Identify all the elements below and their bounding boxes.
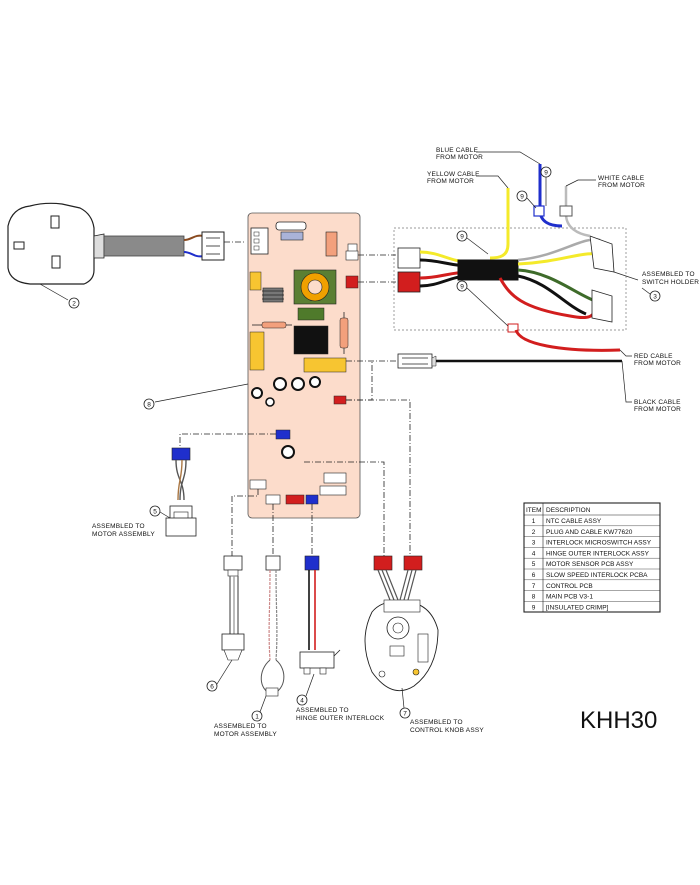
- motor-sensor-pcb: [165, 447, 197, 537]
- parts-table-item-number: 3: [532, 540, 536, 547]
- parts-table-header-item: ITEM: [526, 507, 542, 514]
- parts-table-row: 2 PLUG AND CABLE KW77620: [524, 525, 660, 536]
- callout-crimp-d-number: 9: [460, 284, 464, 291]
- parts-table-item-number: 8: [532, 594, 536, 601]
- parts-table-item-description: SLOW SPEED INTERLOCK PCBA: [546, 572, 648, 579]
- red-cable-label-1: RED CABLE: [634, 353, 673, 360]
- red-motor-cable: [514, 329, 621, 352]
- model-code: KHH30: [580, 707, 657, 734]
- ntc-cable-assy: [260, 555, 285, 697]
- parts-table-item-number: 6: [532, 572, 536, 579]
- callout-ntc: [251, 710, 263, 722]
- parts-table-row: 4 HINGE OUTER INTERLOCK ASSY: [524, 547, 660, 557]
- parts-table-row: 6 SLOW SPEED INTERLOCK PCBA: [524, 568, 660, 579]
- callout-control-pcb: [399, 707, 411, 719]
- hinge-outer-label-2: HINGE OUTER INTERLOCK: [296, 715, 385, 722]
- control-pcb: [364, 555, 439, 692]
- switch-holder-label-2: SWITCH HOLDER: [642, 279, 699, 286]
- motor-assembly-left-label-2: MOTOR ASSEMBLY: [92, 531, 155, 538]
- interlock-harness: [397, 164, 615, 333]
- mains-cable: [103, 231, 225, 261]
- callout-crimp-b: [516, 190, 528, 202]
- callout-slow-speed-number: 6: [210, 684, 214, 691]
- callout-crimp-b-number: 9: [520, 194, 524, 201]
- callout-microswitch-number: 3: [653, 294, 657, 301]
- callout-motor-sensor-number: 5: [153, 509, 157, 516]
- callout-control-pcb-number: 7: [403, 711, 407, 718]
- yellow-cable-label-2: FROM MOTOR: [427, 178, 474, 185]
- callout-crimp-c: [456, 230, 468, 242]
- callout-slow-speed: [206, 680, 218, 692]
- parts-table-row: 3 INTERLOCK MICROSWITCH ASSY: [524, 536, 660, 547]
- callout-plug: [68, 297, 80, 309]
- parts-table-row: 9 [INSULATED CRIMP]: [524, 601, 660, 611]
- callout-plug-number: 2: [72, 301, 76, 308]
- parts-table-item-description: INTERLOCK MICROSWITCH ASSY: [546, 540, 652, 547]
- parts-table-row: 5 MOTOR SENSOR PCB ASSY: [524, 558, 660, 568]
- white-cable-label-2: FROM MOTOR: [598, 182, 645, 189]
- callout-ntc-number: 1: [255, 714, 259, 721]
- callout-motor-sensor: [149, 505, 161, 517]
- parts-table-row: 7 CONTROL PCB: [524, 579, 660, 590]
- black-cable-label-2: FROM MOTOR: [634, 406, 681, 413]
- blue-cable-label-2: FROM MOTOR: [436, 154, 483, 161]
- control-knob-label-2: CONTROL KNOB ASSY: [410, 727, 484, 734]
- red-cable-label-2: FROM MOTOR: [634, 360, 681, 367]
- parts-table-item-description: [INSULATED CRIMP]: [546, 604, 609, 611]
- parts-table-item-number: 1: [532, 518, 536, 525]
- callout-crimp-a-number: 9: [544, 170, 548, 177]
- parts-table-item-number: 5: [532, 561, 536, 568]
- parts-table-item-description: MAIN PCB V3-1: [546, 594, 593, 601]
- parts-table-item-description: MOTOR SENSOR PCB ASSY: [546, 561, 634, 568]
- parts-table: ITEM DESCRIPTION 1 NTC CABLE ASSY 2 PLUG AN…: [523, 502, 661, 613]
- black-cable-label-1: BLACK CABLE: [634, 399, 681, 406]
- parts-table-header-description: DESCRIPTION: [546, 507, 591, 514]
- parts-table-item-description: CONTROL PCB: [546, 583, 593, 590]
- callout-hinge-number: 4: [300, 698, 304, 705]
- parts-table-item-description: PLUG AND CABLE KW77620: [546, 529, 633, 536]
- parts-table-item-number: 9: [532, 604, 536, 611]
- yellow-cable-label-1: YELLOW CABLE: [427, 171, 480, 178]
- motor-connector: [397, 353, 433, 369]
- blue-cable-label-1: BLUE CABLE: [436, 147, 479, 154]
- motor-assembly-bottom-label-2: MOTOR ASSEMBLY: [214, 731, 277, 738]
- hinge-outer-interlock: [299, 555, 341, 675]
- parts-table-border: [523, 502, 661, 613]
- parts-table-row: 8 MAIN PCB V3-1: [524, 590, 660, 601]
- parts-table-rows: 1 NTC CABLE ASSY 2 PLUG AND CABLE KW77620 3 I…: [524, 514, 660, 611]
- callout-crimp-d: [456, 280, 468, 292]
- hinge-outer-label-1: ASSEMBLED TO: [296, 707, 349, 714]
- main-pcb: [247, 212, 361, 519]
- callout-hinge: [296, 694, 308, 706]
- callout-main-pcb-number: 8: [147, 402, 151, 409]
- uk-plug: [7, 202, 105, 285]
- callout-microswitch: [649, 290, 661, 302]
- parts-table-item-number: 2: [532, 529, 536, 536]
- control-knob-label-1: ASSEMBLED TO: [410, 719, 463, 726]
- parts-table-item-description: NTC CABLE ASSY: [546, 518, 602, 525]
- callout-main-pcb: [143, 398, 155, 410]
- switch-holder-label-1: ASSEMBLED TO: [642, 271, 695, 278]
- white-cable-label-1: WHITE CABLE: [598, 175, 645, 182]
- parts-table-item-description: HINGE OUTER INTERLOCK ASSY: [546, 550, 650, 557]
- callout-crimp-c-number: 9: [460, 234, 464, 241]
- parts-table-item-number: 7: [532, 583, 536, 590]
- motor-assembly-bottom-label-1: ASSEMBLED TO: [214, 723, 267, 730]
- slow-speed-interlock-pcba: [221, 555, 245, 661]
- parts-table-item-number: 4: [532, 550, 536, 557]
- motor-assembly-left-label-1: ASSEMBLED TO: [92, 523, 145, 530]
- parts-table-row: 1 NTC CABLE ASSY: [532, 518, 602, 525]
